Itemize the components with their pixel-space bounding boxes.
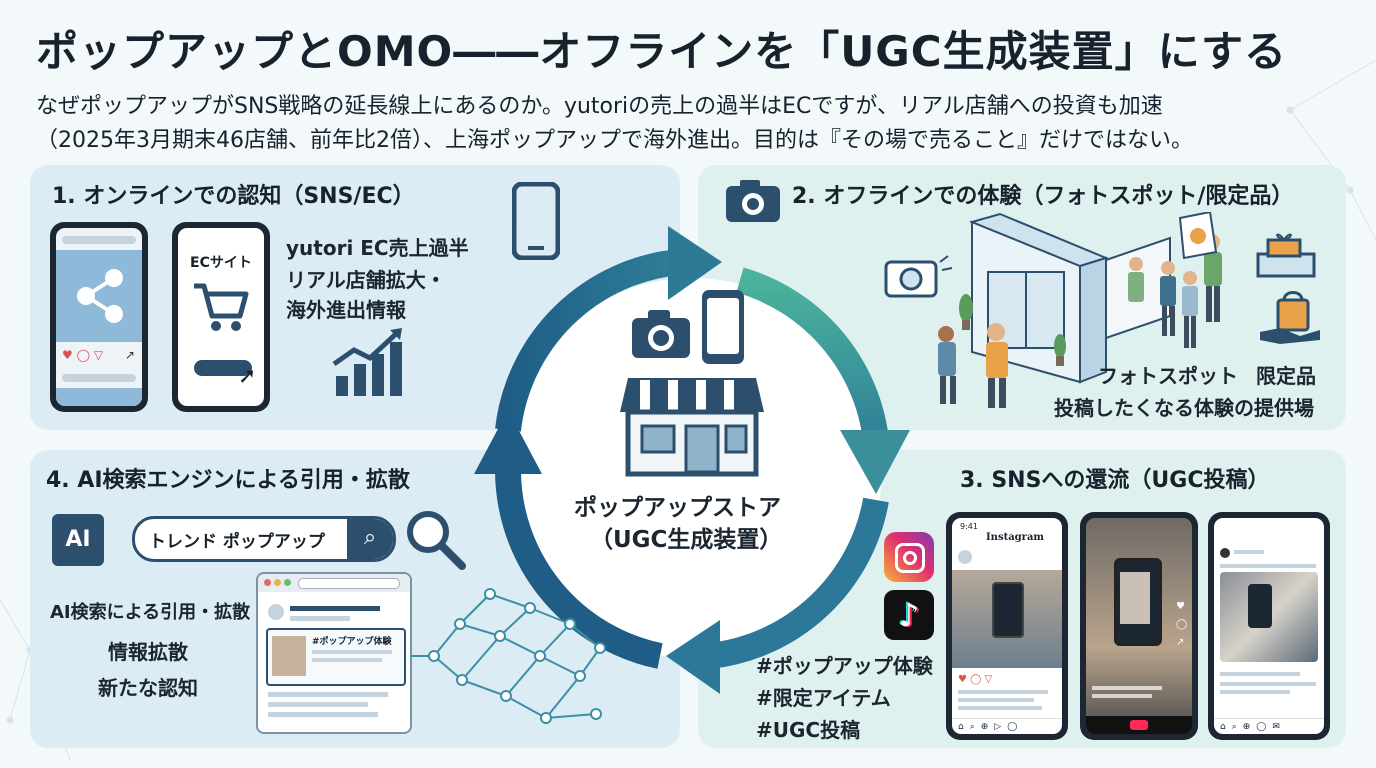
panel4-title: 4. AI検索エンジンによる引用・拡散 (46, 468, 410, 493)
status-time: 9:41 (960, 522, 978, 531)
search-button[interactable]: ⌕ (347, 519, 393, 559)
arrow-offline-to-sns (736, 267, 889, 442)
page-subtitle-line1: なぜポップアップがSNS戦略の延長線上にあるのか。yutoriの売上の過半はEC… (36, 94, 1163, 119)
cart-icon (194, 283, 249, 331)
ai-chip-icon: AI (52, 514, 104, 566)
shopping-bag-icon (1260, 291, 1320, 344)
panel1-line-0: yutori EC売上過半 (286, 236, 469, 260)
center-label-line1: ポップアップストア (574, 495, 781, 521)
hashtag-0: #ポップアップ体験 (756, 654, 933, 678)
ugc-phone-instagram: 9:41 Instagram ♥ ◯ ▽ ⌂⌕⊕▷◯ (946, 512, 1068, 740)
arrow-sns-to-ai (708, 497, 889, 669)
panel2-title: 2. オフラインでの体験（フォトスポット/限定品） (792, 184, 1294, 209)
panel1-title: 1. オンラインでの認知（SNS/EC） (52, 184, 415, 209)
phone-icon (702, 290, 744, 364)
ugc-phone-tiktok: ♥◯↗ (1080, 512, 1198, 740)
camera-icon (726, 180, 780, 222)
person-figure-1 (938, 326, 956, 404)
growth-chart-icon (332, 328, 402, 396)
ai-browser-window: #ポップアップ体験 (256, 572, 412, 734)
panel4-line-1: 情報拡散 (108, 640, 188, 664)
store-icon (620, 290, 764, 477)
page-title: ポップアップとOMO――オフラインを「UGC生成装置」にする (36, 27, 1288, 76)
ai-search-text: トレンド ポップアップ (149, 532, 325, 552)
limited-item-label: 限定品 (1256, 364, 1316, 388)
share-icon (77, 269, 123, 323)
like-icon: ♥ ◯ ▽ ↗ (62, 348, 135, 362)
arrowhead-bottom (666, 620, 720, 694)
person-figure-2 (986, 323, 1008, 408)
ec-buy-button[interactable] (194, 360, 252, 376)
ec-site-label: ECサイト (190, 255, 252, 271)
arrowhead-top (668, 226, 722, 300)
hashtag-2: #UGC投稿 (756, 718, 861, 742)
panel3-title: 3. SNSへの還流（UGC投稿） (960, 468, 1270, 493)
network-icon (410, 588, 606, 724)
arrow-ai-to-online (495, 469, 663, 669)
ugc-phone-x: ⌂⌕⊕◯✉ (1208, 512, 1330, 740)
phone-icon (512, 182, 560, 260)
hashtag-1: #限定アイテム (756, 686, 891, 710)
arrowhead-right (840, 430, 910, 494)
ai-chip-label: AI (65, 527, 91, 552)
cursor-icon: ➚ (238, 364, 257, 389)
instagram-app-name: Instagram (986, 532, 1044, 543)
tiktok-icon: ♪ (884, 590, 934, 640)
magnifier-icon (407, 511, 466, 570)
arrow-online-to-offline (495, 249, 682, 432)
instagram-icon (884, 532, 934, 582)
panel1-line-1: リアル店舗拡大・ (286, 268, 446, 292)
panel1-line-2: 海外進出情報 (286, 298, 406, 322)
panel2-caption: 投稿したくなる体験の提供場 (1054, 396, 1314, 420)
ec-phone: ECサイト ➚ (172, 222, 270, 412)
camera-icon (632, 310, 690, 358)
person-figure-3 (1128, 257, 1144, 302)
person-figure-6 (1182, 271, 1198, 348)
citation-hashtag: #ポップアップ体験 (312, 637, 392, 647)
camera-icon (884, 255, 953, 298)
ai-search-bar[interactable]: トレンド ポップアップ ⌕ (132, 516, 396, 562)
photo-spot-label: フォトスポット (1098, 364, 1238, 388)
gift-icon (1256, 233, 1316, 278)
arrowhead-left (474, 410, 542, 474)
panel4-line-0: AI検索による引用・拡散 (50, 602, 251, 623)
center-label-line2: （UGC生成装置） (590, 527, 783, 553)
person-figure-4 (1160, 261, 1176, 336)
ugc-citation-card: #ポップアップ体験 (266, 628, 406, 686)
panel4-line-2: 新たな認知 (98, 676, 198, 700)
page-subtitle-line2: （2025年3月期末46店舗、前年比2倍）、上海ポップアップで海外進出。目的は『… (36, 128, 1193, 153)
social-phone: ♥ ◯ ▽ ↗ (50, 222, 148, 412)
popup-store-scene (884, 212, 1320, 408)
